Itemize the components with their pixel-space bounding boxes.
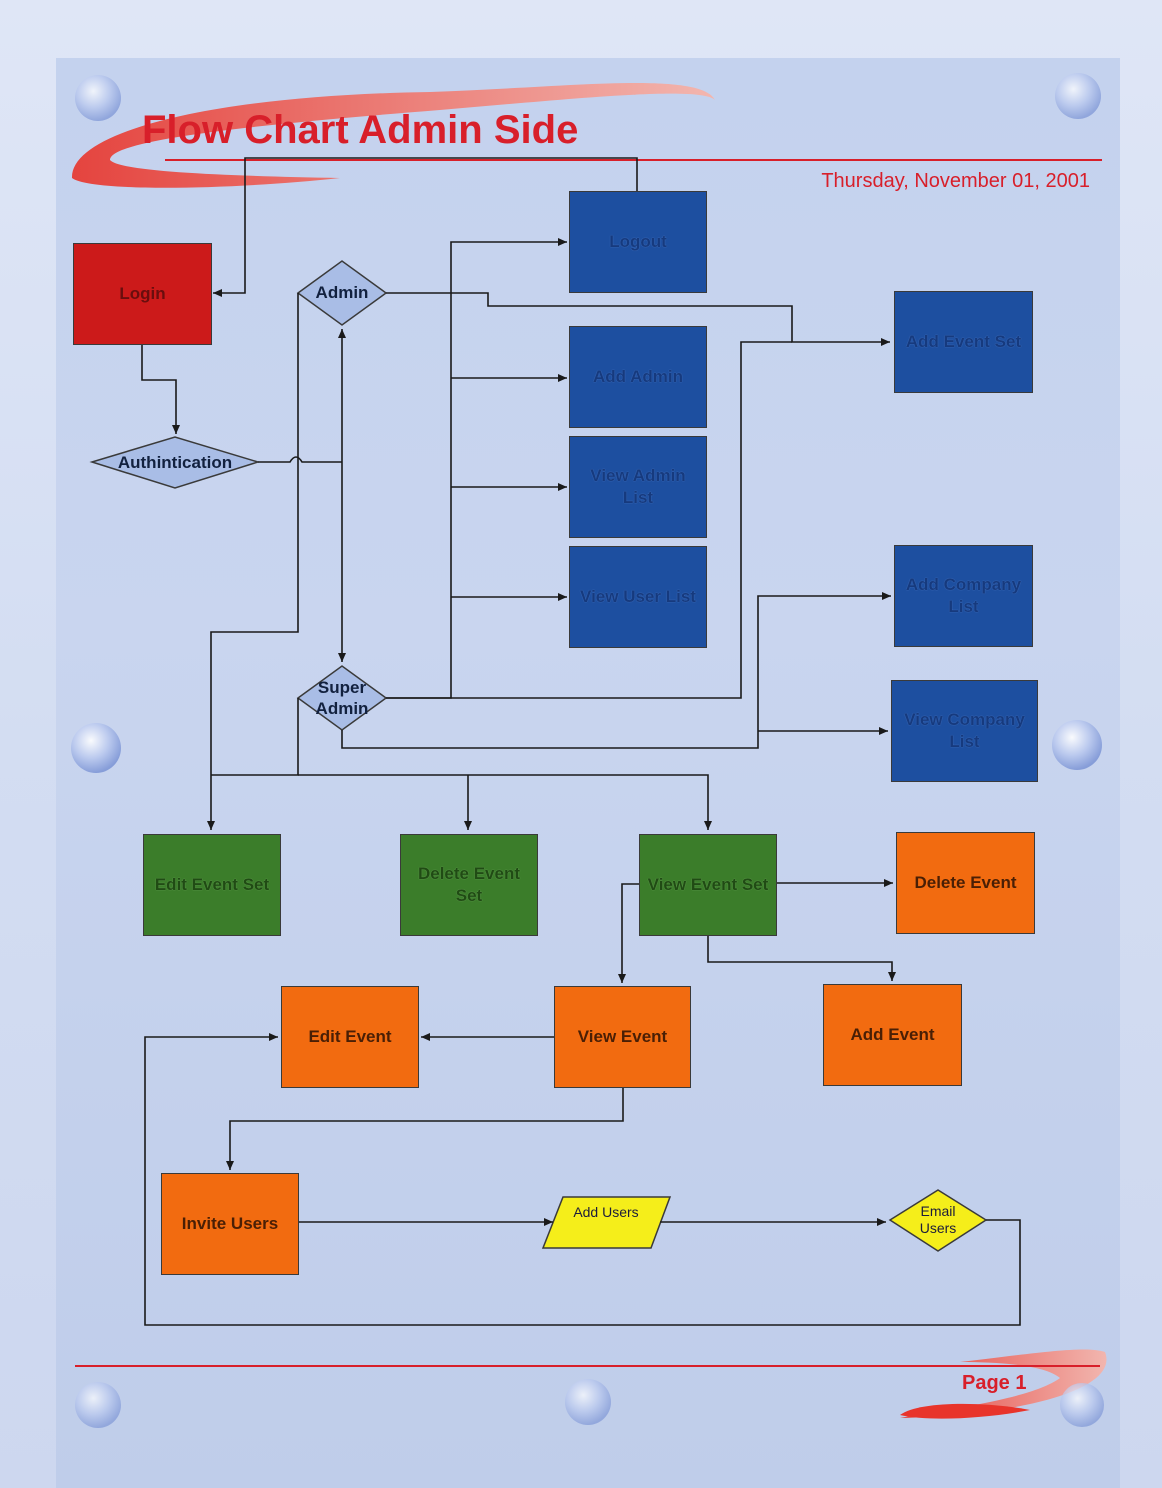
view-admin-list-box[interactable]: View Admin List xyxy=(569,436,707,538)
view-event-set-label: View Event Set xyxy=(647,875,769,894)
view-company-list-box[interactable]: View Company List xyxy=(891,680,1038,782)
orb-decoration-top-right xyxy=(1055,73,1101,119)
edit-event-label: Edit Event xyxy=(308,1027,392,1046)
orb-decoration-bottom-left xyxy=(75,1382,121,1428)
logout-label: Logout xyxy=(609,232,667,251)
orb-decoration-bottom-right xyxy=(1060,1383,1104,1427)
add-event-set-box[interactable]: Add Event Set xyxy=(894,291,1033,393)
edit-event-set-label: Edit Event Set xyxy=(154,875,270,894)
orb-decoration-top-left xyxy=(75,75,121,121)
page-number: Page 1 xyxy=(962,1372,1027,1394)
connectors xyxy=(141,157,1021,1326)
add-admin-label: Add Admin xyxy=(592,367,684,386)
view-event-set-box[interactable]: View Event Set xyxy=(639,834,777,936)
email-users-label: Email Users xyxy=(919,1203,957,1236)
add-event-set-label: Add Event Set xyxy=(905,332,1022,351)
add-users-parallelogram[interactable] xyxy=(541,1196,672,1249)
view-event-box[interactable]: View Event xyxy=(554,986,691,1088)
invite-users-label: Invite Users xyxy=(181,1214,279,1233)
view-event-label: View Event xyxy=(577,1027,668,1046)
footer-swoosh-tail-decoration xyxy=(900,1403,1030,1419)
orb-decoration-mid-right xyxy=(1052,720,1102,770)
delete-event-label: Delete Event xyxy=(914,873,1017,892)
add-company-list-label: Add Company List xyxy=(905,575,1022,616)
add-company-list-box[interactable]: Add Company List xyxy=(894,545,1033,647)
super-admin-label: Super Admin xyxy=(315,678,369,718)
delete-event-box[interactable]: Delete Event xyxy=(896,832,1035,934)
logout-box[interactable]: Logout xyxy=(569,191,707,293)
delete-event-set-label: Delete Event Set xyxy=(417,864,521,905)
authentication-label: Authintication xyxy=(117,453,233,472)
delete-event-set-box[interactable]: Delete Event Set xyxy=(400,834,538,936)
view-user-list-label: View User List xyxy=(580,587,696,606)
edit-event-box[interactable]: Edit Event xyxy=(281,986,419,1088)
add-admin-box[interactable]: Add Admin xyxy=(569,326,707,428)
admin-label: Admin xyxy=(315,283,369,302)
view-company-list-label: View Company List xyxy=(904,710,1025,751)
page-date: Thursday, November 01, 2001 xyxy=(821,170,1090,192)
edit-event-set-box[interactable]: Edit Event Set xyxy=(143,834,281,936)
orb-decoration-bottom-center xyxy=(565,1379,611,1425)
add-event-box[interactable]: Add Event xyxy=(823,984,962,1086)
view-user-list-box[interactable]: View User List xyxy=(569,546,707,648)
add-event-label: Add Event xyxy=(850,1025,935,1044)
login-box[interactable]: Login xyxy=(73,243,212,345)
page-title: Flow Chart Admin Side xyxy=(142,108,579,152)
add-users-label: Add Users xyxy=(573,1204,639,1220)
header-swoosh-decoration xyxy=(71,82,716,188)
invite-users-box[interactable]: Invite Users xyxy=(161,1173,299,1275)
view-admin-list-label: View Admin List xyxy=(590,466,686,507)
orb-decoration-mid-left xyxy=(71,723,121,773)
login-label: Login xyxy=(119,284,166,303)
